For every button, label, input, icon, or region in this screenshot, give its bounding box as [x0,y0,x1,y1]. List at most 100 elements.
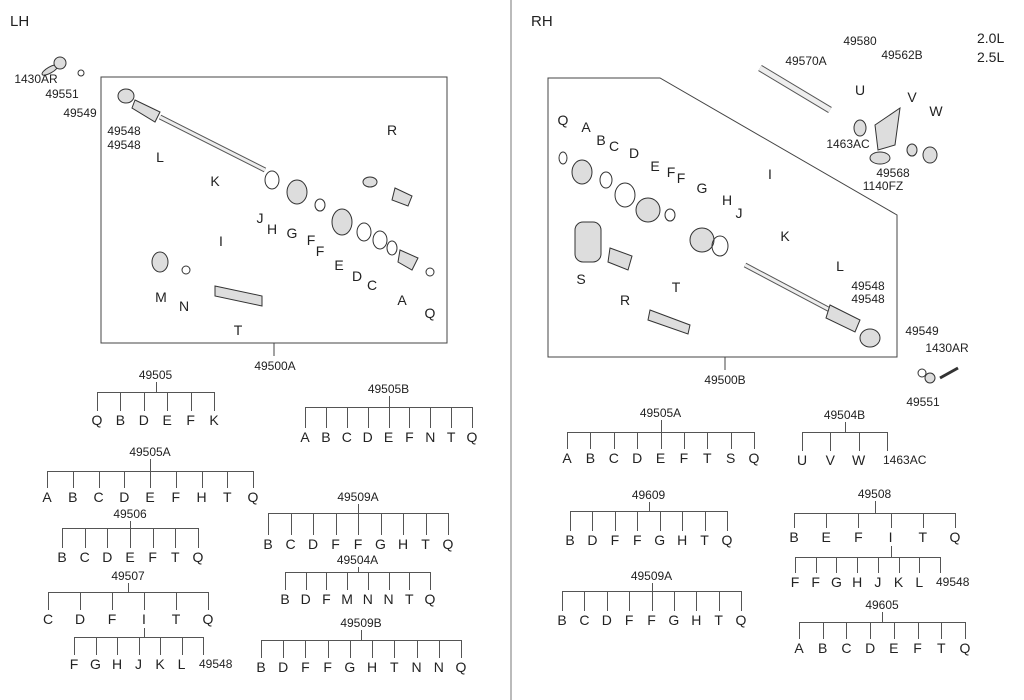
lh-tree-leaf-q[interactable]: Q [192,549,204,565]
rh-tree-leaf-f[interactable]: F [790,574,800,590]
lh-callout-49548[interactable]: 49548 [107,124,141,138]
lh-tree-leaf-b[interactable]: B [321,429,331,445]
rh-tree-leaf-f[interactable]: F [679,450,689,466]
rh-callout-a[interactable]: A [581,119,591,135]
rh-tree-leaf-q[interactable]: Q [735,612,747,628]
lh-tree-leaf-c[interactable]: C [42,611,54,627]
lh-tree-leaf-t[interactable]: T [446,429,456,445]
rh-tree-leaf-b[interactable]: B [818,640,828,656]
rh-tree-leaf-t[interactable]: T [937,640,946,656]
lh-tree-leaf-b[interactable]: B [280,591,290,607]
lh-callout-1430ar[interactable]: 1430AR [14,72,58,86]
lh-tree-leaf-b[interactable]: B [256,659,266,675]
rh-tree-leaf-b[interactable]: B [585,450,596,466]
rh-tree-leaf-f[interactable]: F [811,574,820,590]
lh-tree-leaf-q[interactable]: Q [424,591,436,607]
lh-tree-leaf-g[interactable]: G [90,656,101,672]
lh-tree-leaf-a[interactable]: A [300,429,310,445]
rh-tree-leaf-q[interactable]: Q [949,529,961,545]
rh-tree-leaf-h[interactable]: H [852,574,863,590]
rh-tree-leaf-e[interactable]: E [889,640,899,656]
rh-tree-leaf-f[interactable]: F [610,532,620,548]
lh-tree-leaf-f[interactable]: F [331,536,340,552]
rh-tree-leaf-k[interactable]: K [893,574,904,590]
rh-tree-leaf-d[interactable]: D [601,612,612,628]
lh-tree-leaf-b[interactable]: B [57,549,67,565]
lh-callout-m[interactable]: M [155,289,167,305]
lh-tree-leaf-d[interactable]: D [278,659,289,675]
rh-callout-d[interactable]: D [628,145,640,161]
lh-tree-leaf-d[interactable]: D [300,591,311,607]
lh-callout-i[interactable]: I [219,233,223,249]
lh-tree-leaf-j[interactable]: J [135,656,142,672]
lh-tree-leaf-n[interactable]: N [383,591,394,607]
rh-callout-c[interactable]: C [608,138,620,154]
lh-callout-49549[interactable]: 49549 [63,106,97,120]
rh-tree-title-49609[interactable]: 49609 [631,488,666,502]
rh-callout-r[interactable]: R [619,292,631,308]
lh-tree-leaf-f[interactable]: F [353,536,363,552]
lh-tree-leaf-g[interactable]: G [344,659,356,675]
rh-callout-1430ar[interactable]: 1430AR [925,341,969,355]
rh-callout-q[interactable]: Q [557,112,569,128]
lh-callout-l[interactable]: L [156,149,164,165]
lh-tree-title-49506[interactable]: 49506 [113,507,147,521]
lh-callout-c[interactable]: C [366,277,378,293]
rh-tree-leaf-b[interactable]: B [557,612,567,628]
lh-tree-leaf-q[interactable]: Q [455,659,467,675]
lh-tree-leaf-q[interactable]: Q [442,536,454,552]
lh-tree-leaf-f[interactable]: F [405,429,414,445]
lh-callout-d[interactable]: D [351,268,363,284]
rh-tree-leaf-a[interactable]: A [794,640,804,656]
rh-tree-leaf-q[interactable]: Q [748,450,760,466]
lh-tree-leaf-b[interactable]: B [263,536,273,552]
rh-tree-leaf-e[interactable]: E [821,529,831,545]
lh-callout-h[interactable]: H [266,221,278,237]
lh-callout-49551[interactable]: 49551 [45,87,79,101]
rh-tree-leaf-h[interactable]: H [677,532,688,548]
rh-callout-1140fz[interactable]: 1140FZ [862,179,904,193]
lh-tree-leaf-e[interactable]: E [162,412,172,428]
rh-callout-f[interactable]: F [666,164,676,180]
lh-callout-g[interactable]: G [286,225,298,241]
lh-tree-leaf-f[interactable]: F [186,412,195,428]
lh-tree-leaf-q[interactable]: Q [202,611,214,627]
lh-callout-e[interactable]: E [334,257,344,273]
lh-tree-leaf-t[interactable]: T [390,659,399,675]
rh-tree-leaf-c[interactable]: C [841,640,852,656]
lh-tree-leaf-f[interactable]: F [301,659,310,675]
rh-callout-i[interactable]: I [768,166,772,182]
lh-callout-49548[interactable]: 49548 [107,138,141,152]
lh-tree-leaf-a[interactable]: A [42,489,52,505]
lh-tree-leaf-f[interactable]: F [171,489,181,505]
rh-callout-49548[interactable]: 49548 [851,279,885,293]
rh-tree-leaf-h[interactable]: H [691,612,702,628]
lh-tree-leaf-h[interactable]: H [367,659,378,675]
lh-tree-title-49505a[interactable]: 49505A [129,445,171,459]
rh-tree-leaf-s[interactable]: S [725,450,736,466]
lh-tree-title-49509a[interactable]: 49509A [337,490,379,504]
lh-tree-title-49507[interactable]: 49507 [111,569,145,583]
rh-tree-leaf-q[interactable]: Q [959,640,971,656]
lh-tree-leaf-q[interactable]: Q [91,412,103,428]
lh-tree-leaf-f[interactable]: F [69,656,79,672]
rh-assembly-label[interactable]: 49500B [704,373,746,387]
rh-tree-title-49508[interactable]: 49508 [857,487,892,501]
lh-tree-leaf-b[interactable]: B [68,489,78,505]
lh-tree-leaf-n[interactable]: N [411,659,422,675]
rh-callout-u[interactable]: U [854,82,866,98]
rh-tree-leaf-d[interactable]: D [587,532,598,548]
rh-callout-49549[interactable]: 49549 [905,324,939,338]
rh-callout-49551[interactable]: 49551 [906,395,940,409]
rh-callout-l[interactable]: L [836,258,844,274]
rh-tree-leaf-w[interactable]: W [852,452,866,468]
lh-tree-leaf-d[interactable]: D [138,412,149,428]
rh-tree-leaf-c[interactable]: C [579,612,590,628]
rh-callout-49548[interactable]: 49548 [851,292,885,306]
lh-tree-leaf-t[interactable]: T [421,536,430,552]
lh-callout-q[interactable]: Q [424,305,436,321]
rh-callout-49562b[interactable]: 49562B [881,48,923,62]
lh-tree-leaf-f[interactable]: F [107,611,117,627]
lh-tree-leaf-l[interactable]: L [177,656,186,672]
lh-tree-leaf-q[interactable]: Q [247,489,259,505]
